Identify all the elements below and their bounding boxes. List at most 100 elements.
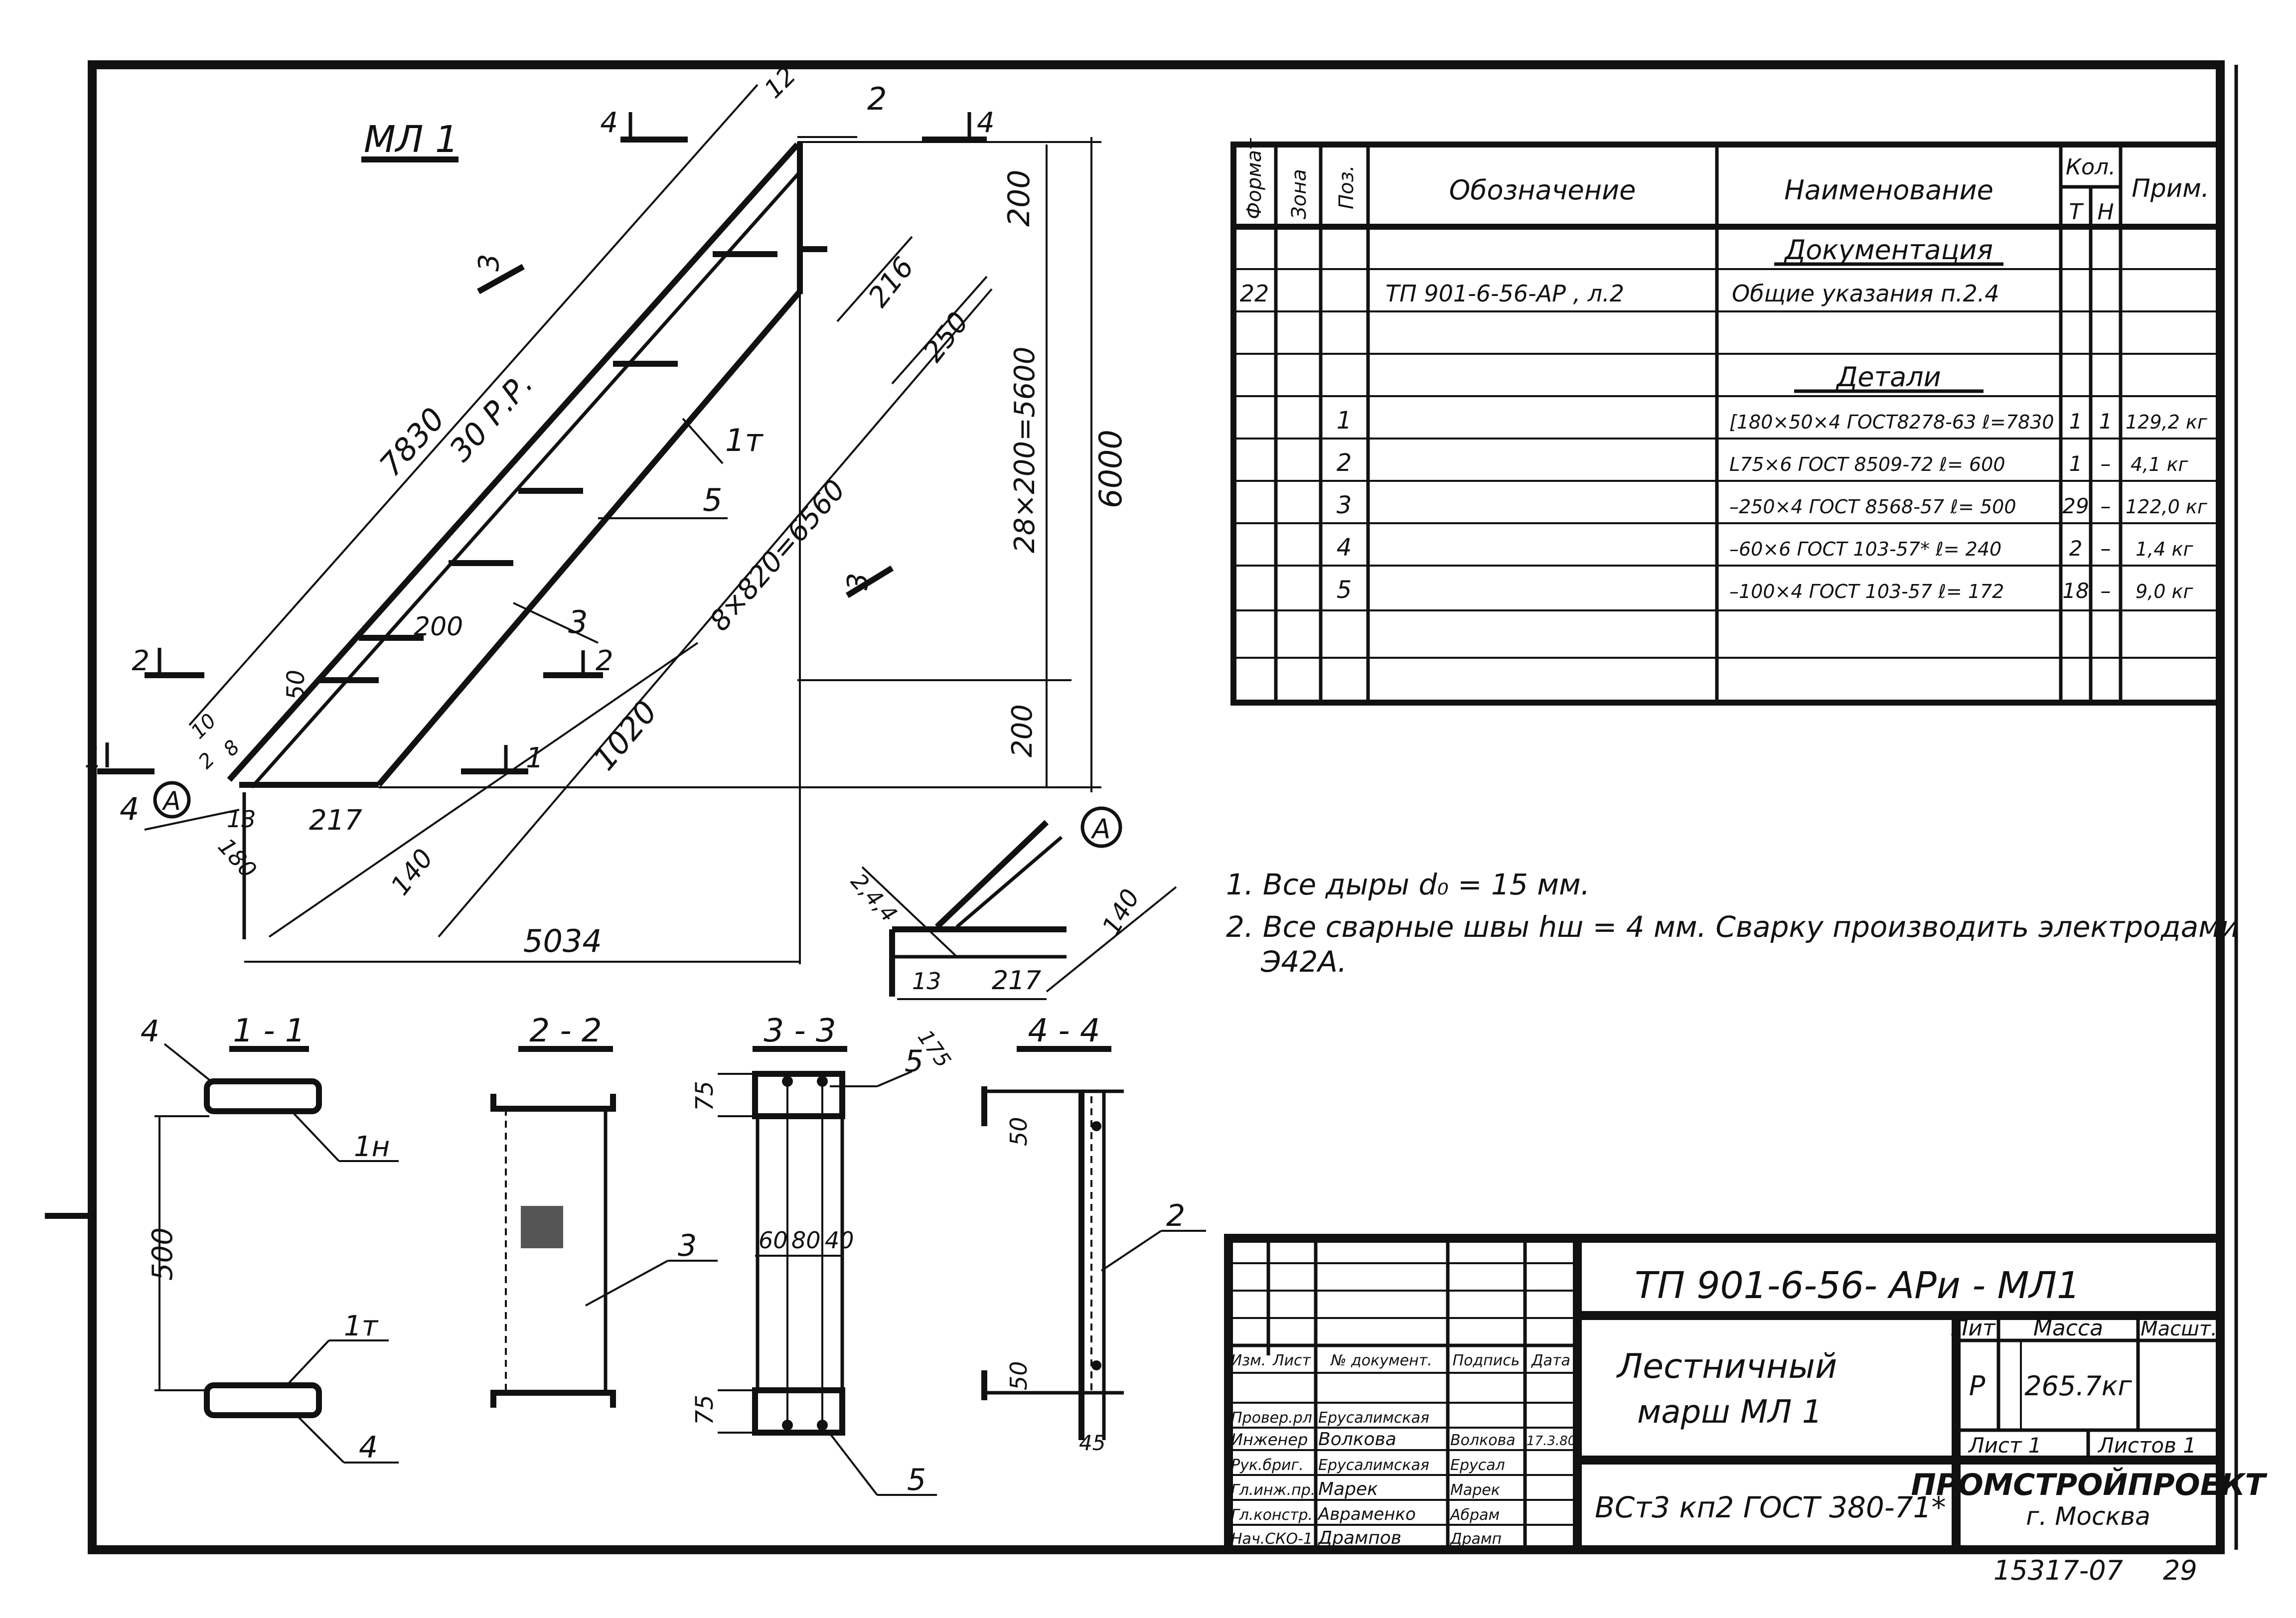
pos-4-section: 4 [141,1014,159,1049]
svg-text:Волкова: Волкова [1318,1429,1396,1450]
cut-label-1-left: 1 [84,742,102,774]
dim-200-tread: 200 [414,612,463,642]
spec-header-designation: Обозначение [1449,174,1636,206]
svg-text:Ерусалимская: Ерусалимская [1318,1457,1429,1474]
tread-hatch [521,1206,563,1248]
dim-80: 80 [791,1227,821,1254]
svg-text:5: 5 [1337,576,1352,604]
dim-5034: 5034 [523,923,602,959]
note-1: 1. Все дыры d₀ = 15 мм. [1226,868,1590,901]
node-dim-217: 217 [992,966,1041,996]
dim-45: 45 [1079,1431,1105,1455]
spec-row: 5 –100×4 ГОСТ 103-57 ℓ= 172 18 – 9,0 кг [1337,576,2194,604]
svg-text:Дрампов: Дрампов [1317,1528,1401,1548]
svg-text:122,0 кг: 122,0 кг [2126,496,2208,518]
channel-bottom [490,1390,616,1408]
sheet-label: Лист 1 [1968,1433,2042,1458]
svg-text:29: 29 [2062,494,2089,518]
svg-text:Авраменко: Авраменко [1317,1504,1416,1524]
treads [319,246,827,683]
pos-3: 3 [568,604,588,640]
note-2: 2. Все сварные швы hш = 4 мм. Сварку про… [1226,910,2239,944]
pos-5: 5 [703,482,722,518]
node-a-marker [153,781,191,819]
dim-216: 216 [862,251,920,313]
svg-text:2: 2 [2069,536,2083,561]
node-a-title: А [1091,813,1111,845]
leader-4 [144,809,240,831]
leader-5-top-shelf [877,1070,913,1087]
dim-50-bottom: 50 [1005,1361,1032,1390]
svg-text:–60×6 ГОСТ 103-57* ℓ= 240: –60×6 ГОСТ 103-57* ℓ= 240 [1729,538,2001,560]
node-stringer-top [934,820,1049,929]
section-1-1: 1 - 1 500 4 1н 1т 4 [141,1013,399,1465]
node-stringer-bottom [955,836,1063,928]
cut-label-3-top: 3 [473,254,505,272]
svg-text:Провер.рл: Провер.рл [1231,1409,1312,1427]
pos-5-bottom: 5 [907,1463,926,1497]
spec-row: 2 L75×6 ГОСТ 8509-72 ℓ= 600 1 – 4,1 кг [1337,449,2189,477]
dim-60: 60 [759,1227,788,1254]
dim-217: 217 [309,804,362,837]
dim-8x820: 8×820=6560 [704,474,852,638]
dim-200-mid: 200 [1006,704,1039,757]
staff-row: Нач.СКО-1 Дрампов Драмп [1231,1528,1502,1548]
svg-text:Абрам: Абрам [1449,1506,1500,1524]
page-number: 29 [2163,1555,2197,1586]
spec-section-docs: Документация [1784,234,1993,266]
leader-4-bottom [298,1417,345,1464]
col-izm: Изм. [1231,1352,1266,1369]
spec-header-zone: Зона [1288,169,1311,219]
col-doc: № документ. [1330,1352,1432,1369]
svg-text:4,1 кг: 4,1 кг [2131,453,2188,475]
dim-line-1020 [268,642,699,938]
bolt-hole [817,1076,828,1087]
spec-header-qty-n: Н [2097,199,2114,225]
dim-250: 250 [917,306,975,368]
dim-500: 500 [147,1227,179,1281]
dim-50: 50 [282,670,310,700]
sheets-label: Листов 1 [2097,1433,2196,1458]
staff-row: Провер.рл Ерусалимская [1231,1409,1429,1427]
material-spec: ВСт3 кп2 ГОСТ 380-71* [1595,1490,1946,1524]
cut-label-1-right: 1 [526,742,544,774]
leader-2-section [1100,1230,1162,1272]
section-2-2: 2 - 2 3 [490,1013,718,1408]
leader-1h [293,1113,340,1162]
spec-header-qty: Кол. [2066,154,2116,180]
section-title-1-1: 1 - 1 [233,1013,305,1049]
node-dim-line-a [861,866,958,958]
city: г. Москва [2026,1502,2150,1531]
spec-header-pos: Поз. [1335,165,1358,209]
pos-2: 2 [867,81,887,117]
frame-border [88,60,2225,1554]
dim-200-bot: 200 [1032,752,1033,753]
general-notes: 1. Все дыры d₀ = 15 мм. 2. Все сварные ш… [1226,868,2239,979]
svg-text:1,4 кг: 1,4 кг [2136,538,2193,560]
svg-text:–250×4 ГОСТ 8568-57 ℓ= 500: –250×4 ГОСТ 8568-57 ℓ= 500 [1729,496,2016,518]
section-title-4-4: 4 - 4 [1028,1013,1100,1049]
spec-header-format: Формат [1243,138,1266,219]
pos-4-section-bottom: 4 [359,1430,378,1465]
svg-text:–: – [2101,579,2111,603]
cut-label-2-left: 2 [132,645,150,677]
dim-40: 40 [825,1227,854,1254]
leader-3-section [585,1260,668,1307]
dim-2: 2 [194,748,220,774]
node-a-circle [1080,806,1122,848]
sheet-frame [45,60,2238,1554]
section-4-4: 4 - 4 50 50 45 2 [981,1013,1206,1455]
channel-bottom [204,1382,322,1418]
drawing-name-line-2: марш МЛ 1 [1637,1394,1822,1431]
dim-13: 13 [227,806,256,833]
dim-75-bottom: 75 [691,1395,719,1425]
svg-text:17.3.80: 17.3.80 [1527,1434,1576,1449]
spec-header-name: Наименование [1784,174,1993,206]
svg-text:L75×6 ГОСТ 8509-72 ℓ= 600: L75×6 ГОСТ 8509-72 ℓ= 600 [1729,453,2005,475]
svg-text:–: – [2101,451,2111,476]
node-dim-line-c [1046,886,1177,993]
svg-text:Марек: Марек [1318,1479,1378,1499]
cut-label-4-right: 4 [977,107,995,139]
specification-table: Формат Зона Поз. Обозначение Наименовани… [1230,138,2223,706]
